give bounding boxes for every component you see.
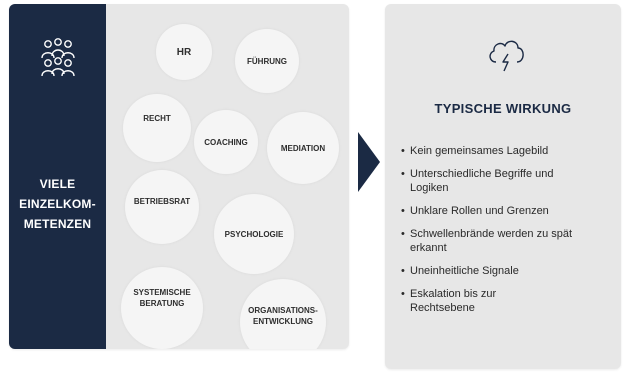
bubble-label-line: ORGANISATIONS- xyxy=(248,306,318,315)
bubble-label: PSYCHOLOGIE xyxy=(224,229,284,239)
chevron-right-icon xyxy=(358,132,380,192)
bubble-recht: RECHT xyxy=(123,94,191,162)
competencies-title-line: METENZEN xyxy=(23,217,92,231)
bubble-label: BETRIEBSRAT xyxy=(133,196,191,206)
bubble-label: HR xyxy=(176,46,192,58)
bubble-label: MEDIATION xyxy=(280,143,326,153)
bubble-mediation: MEDIATION xyxy=(267,112,339,184)
bubble-label-line: SYSTEMISCHE xyxy=(133,288,191,297)
competencies-title-line: EINZELKOM- xyxy=(19,197,96,211)
effects-item: Schwellenbrände werden zu spät erkannt xyxy=(401,227,575,255)
effects-panel: TYPISCHE WIRKUNG Kein gemeinsames Lagebi… xyxy=(385,4,621,369)
competencies-sidebar: VIELE EINZELKOM- METENZEN xyxy=(9,4,106,349)
bubble-label: COACHING xyxy=(204,137,248,147)
people-group-icon xyxy=(41,38,75,76)
bubble-organisationsentwicklung: ORGANISATIONS- ENTWICKLUNG xyxy=(240,279,326,349)
competencies-title: VIELE EINZELKOM- METENZEN xyxy=(9,174,106,234)
bubble-systemische-beratung: SYSTEMISCHE BERATUNG xyxy=(121,267,203,349)
bubble-label-line: BERATUNG xyxy=(139,299,185,308)
effects-item: Uneinheitliche Signale xyxy=(401,264,611,278)
effects-item: Kein gemeinsames Lagebild xyxy=(401,144,611,158)
bubble-label: SYSTEMISCHE BERATUNG xyxy=(133,287,190,309)
effects-list: Kein gemeinsames Lagebild Unterschiedlic… xyxy=(401,144,611,324)
bubble-label: ORGANISATIONS- ENTWICKLUNG xyxy=(248,305,318,327)
bubble-psychologie: PSYCHOLOGIE xyxy=(214,194,294,274)
storm-cloud-icon xyxy=(489,40,524,72)
bubble-label: RECHT xyxy=(143,113,171,123)
bubble-fuehrung: FÜHRUNG xyxy=(235,29,299,93)
effects-title: TYPISCHE WIRKUNG xyxy=(434,101,572,116)
effects-item: Unklare Rollen und Grenzen xyxy=(401,204,611,218)
effects-item: Eskalation bis zur Rechtsebene xyxy=(401,287,530,315)
bubble-label: FÜHRUNG xyxy=(247,56,287,66)
effects-item: Unterschiedliche Begriffe und Logiken xyxy=(401,167,560,195)
competencies-title-line: VIELE xyxy=(39,177,76,191)
bubble-hr: HR xyxy=(156,24,212,80)
bubble-label-line: ENTWICKLUNG xyxy=(252,317,313,326)
bubble-betriebsrat: BETRIEBSRAT xyxy=(125,170,199,244)
bubble-coaching: COACHING xyxy=(194,110,258,174)
competencies-panel: VIELE EINZELKOM- METENZEN HR FÜHRUNG REC… xyxy=(9,4,349,349)
